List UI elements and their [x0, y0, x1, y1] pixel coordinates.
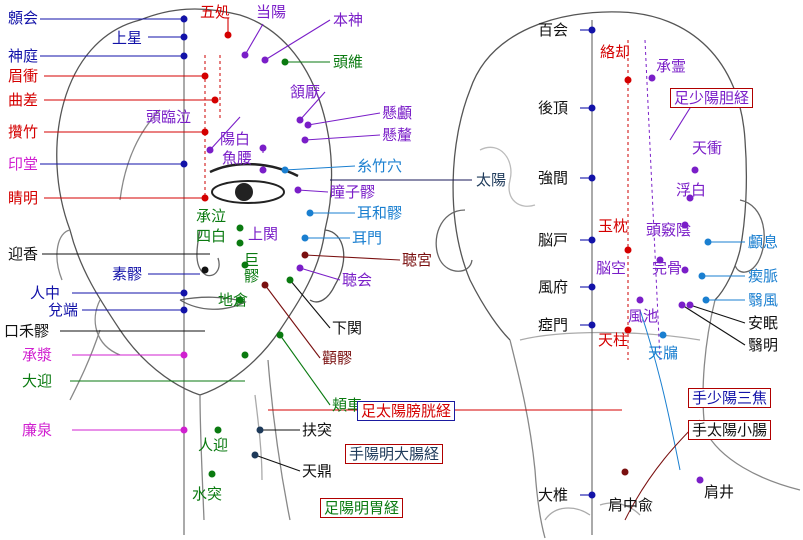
point-label: 当陽 — [256, 3, 287, 21]
point-label: 後頂 — [538, 99, 569, 117]
meridian-box-gallbladder: 足少陽胆経 — [670, 88, 754, 108]
meridian-box-sanjiao: 手少陽三焦 — [688, 388, 772, 408]
point-label: 人中 — [30, 284, 61, 302]
point-label: 神庭 — [8, 47, 39, 65]
point-label: 魚腰 — [222, 149, 253, 167]
point-label: 承泣 — [196, 207, 227, 225]
point-label: 瘂門 — [538, 316, 569, 334]
point-label: 肩中兪 — [608, 496, 654, 514]
point-label: 頭竅陰 — [646, 221, 692, 239]
point-label: 素髎 — [112, 265, 143, 283]
point-label: 肩井 — [704, 483, 735, 501]
point-label: 上星 — [112, 29, 143, 47]
point-label: 完骨 — [652, 259, 683, 277]
leader-lines — [40, 18, 746, 496]
point-label: 印堂 — [8, 155, 39, 173]
meridian-box-small-intestine: 手太陽小腸 — [688, 420, 772, 440]
point-label: 懸顱 — [382, 104, 413, 122]
point-label: 聴会 — [342, 271, 373, 289]
front-bladder-dots — [201, 31, 232, 202]
point-label: 迎香 — [8, 245, 39, 263]
meridian-box-bladder: 足太陽膀胱経 — [357, 401, 456, 421]
point-label: 安眠 — [748, 314, 779, 332]
point-label: 強間 — [538, 169, 569, 187]
point-label: 浮白 — [676, 181, 707, 199]
front-misc-dots — [180, 166, 314, 459]
point-label: 本神 — [333, 11, 364, 29]
point-label: 翳明 — [748, 336, 779, 354]
point-label: 下関 — [332, 319, 363, 337]
front-governing-dots — [180, 15, 209, 314]
point-label: 天鼎 — [302, 462, 333, 480]
point-label: 承漿 — [22, 346, 53, 364]
point-label: 扶突 — [302, 421, 333, 439]
meridian-box-large-intestine: 手陽明大腸経 — [345, 444, 444, 464]
point-label: 瞳子髎 — [330, 183, 376, 201]
point-label: 顱息 — [748, 233, 779, 251]
point-label: 陽白 — [220, 130, 251, 148]
meridian-box-stomach: 足陽明胃経 — [320, 498, 404, 518]
point-label: 曲差 — [8, 91, 39, 109]
point-label: 翳風 — [748, 291, 779, 309]
front-head-sketch — [56, 8, 345, 521]
point-label: 大迎 — [22, 372, 53, 390]
point-label: 顴髎 — [322, 349, 353, 367]
point-label: 天衝 — [692, 139, 723, 157]
point-label: 口禾髎 — [4, 322, 50, 340]
point-label: 承霊 — [656, 57, 687, 75]
point-label: 人迎 — [198, 436, 229, 454]
point-label: 攢竹 — [8, 123, 39, 141]
point-label: 天牖 — [648, 344, 679, 362]
point-label: 耳和髎 — [357, 204, 403, 222]
point-label: 四白 — [196, 227, 227, 245]
point-label: 懸釐 — [382, 126, 413, 144]
point-label: 耳門 — [352, 229, 383, 247]
point-label: 頬車 — [332, 396, 363, 414]
point-label: 脳空 — [596, 259, 627, 277]
point-label: 玉枕 — [598, 217, 629, 235]
point-label: 睛明 — [8, 189, 39, 207]
front-gallbladder-dots — [206, 51, 312, 272]
point-label: 大椎 — [538, 486, 569, 504]
point-label: 巨髎 — [244, 251, 260, 285]
point-label: 頭臨泣 — [146, 108, 192, 126]
point-label: 聴宮 — [402, 251, 433, 269]
point-label: 百会 — [538, 21, 569, 39]
point-label: 五処 — [200, 3, 231, 21]
point-label: 廉泉 — [22, 421, 53, 439]
point-label: 風府 — [538, 278, 569, 296]
front-stomach-dots — [208, 58, 294, 478]
point-label: 瘈脈 — [748, 267, 779, 285]
point-label: 眉衝 — [8, 67, 39, 85]
point-label: 地倉 — [218, 291, 249, 309]
point-label: 糸竹穴 — [357, 157, 403, 175]
point-label: 風池 — [628, 307, 659, 325]
point-label: 兌端 — [48, 301, 79, 319]
point-label: 頷厭 — [290, 83, 321, 101]
back-dots — [588, 26, 712, 499]
point-label: 天柱 — [598, 331, 629, 349]
point-label: 上関 — [248, 225, 279, 243]
point-label: 頭維 — [333, 53, 364, 71]
point-label: 脳戸 — [538, 231, 569, 249]
point-label: 絡却 — [600, 43, 631, 61]
point-label: 水突 — [192, 485, 223, 503]
point-label: 太陽 — [476, 171, 507, 189]
point-label: 顖会 — [8, 9, 39, 27]
back-head-sketch — [435, 11, 801, 539]
